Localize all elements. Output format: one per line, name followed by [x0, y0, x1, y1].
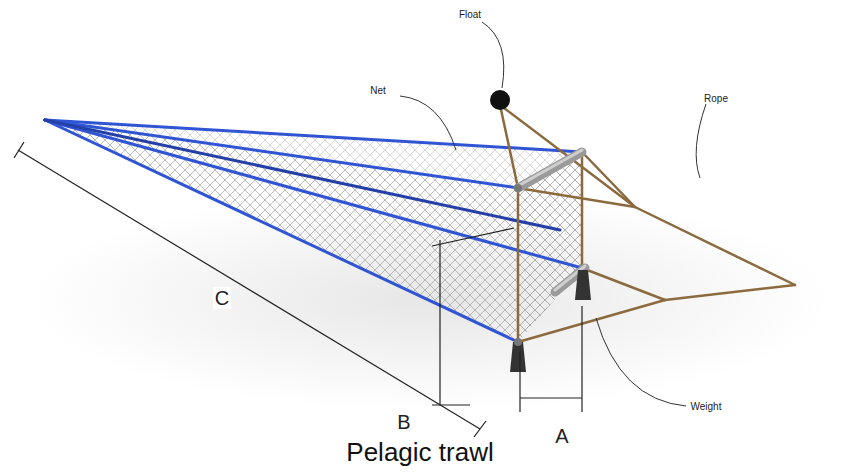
dimension-label: C: [213, 287, 231, 309]
net-lines: [45, 120, 582, 342]
part-label: Float: [457, 9, 483, 20]
corner-joint: [514, 184, 522, 192]
part-label: Net: [368, 85, 388, 96]
rope-lines: [500, 105, 795, 342]
weight-symbol: [510, 342, 526, 372]
dimension-label: A: [553, 425, 570, 447]
bar-highlight: [518, 150, 585, 290]
frame-bar: [518, 152, 585, 292]
net-mesh: [45, 120, 582, 342]
dimension-label: B: [395, 411, 412, 433]
dimension-c: [14, 142, 486, 437]
part-label: Weight: [689, 401, 724, 412]
float-symbol: [490, 90, 510, 110]
dimension-b: [432, 228, 514, 405]
dimension-a: [520, 306, 582, 412]
corner-joint: [514, 338, 522, 346]
figure-caption: Pelagic trawl: [346, 438, 493, 467]
weight-symbol: [575, 270, 591, 300]
leader-line: [400, 22, 706, 406]
part-label: Rope: [702, 93, 730, 104]
